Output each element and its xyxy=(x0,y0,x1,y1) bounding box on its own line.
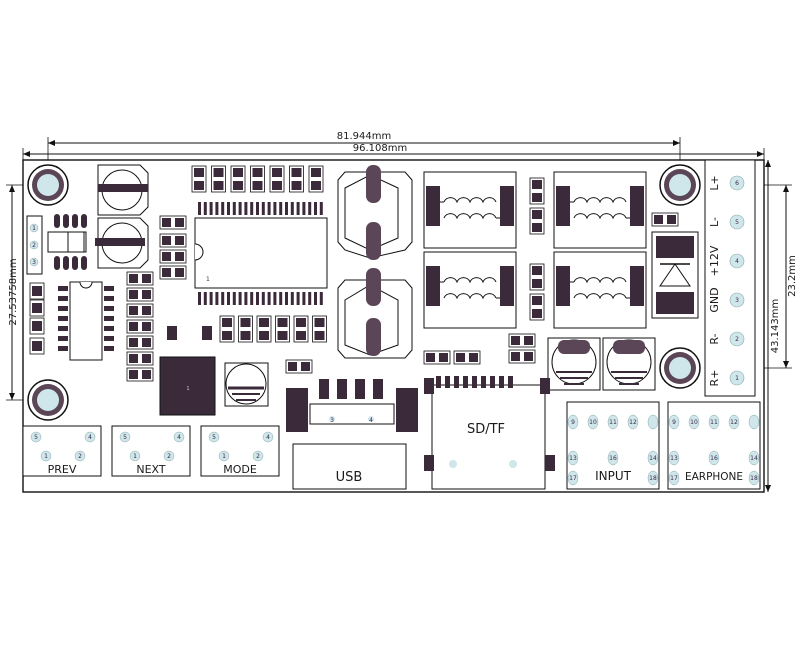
terminal-pin-number: 1 xyxy=(735,375,739,382)
pin-number: 17 xyxy=(569,475,577,482)
terminal-label: +12V xyxy=(708,245,721,276)
pin-number: 1 xyxy=(222,453,226,460)
pin-number: 1 xyxy=(44,453,48,460)
svg-text:1: 1 xyxy=(186,386,189,392)
terminal-pin-2: 5 L- xyxy=(708,214,745,230)
terminal-pin-6: 1 R+ xyxy=(708,370,745,387)
terminal-pin-number: 6 xyxy=(735,180,739,187)
pin-number: 10 xyxy=(589,419,597,426)
sd-card-slot: SD/TF xyxy=(424,376,555,490)
pin-number: 11 xyxy=(710,419,718,426)
input-label: INPUT xyxy=(595,469,632,483)
pin-number: 9 xyxy=(672,419,676,426)
dim-mount-spacing: 81.944mm xyxy=(337,131,391,142)
pin-number: 4 xyxy=(177,434,181,441)
terminal-label: L- xyxy=(708,217,721,227)
terminal-pin-1: 6 L+ xyxy=(708,175,745,191)
dim-left-height: 27.53758mm xyxy=(8,258,19,325)
terminal-block: 6 L+ 5 L- 4 +12V 3 GND 2 R- 1 R+ xyxy=(704,159,756,397)
prev-label: PREV xyxy=(48,463,77,476)
audio-jacks: 9 10 11 12 13 14 16 17 18 INPUT 9 10 11 12 13 14 16 17 18 E… xyxy=(566,401,761,490)
pin-number: 18 xyxy=(649,475,657,482)
usb-pin-3: 3 xyxy=(330,417,334,424)
dim-board-width: 96.108mm xyxy=(353,143,407,154)
pin-number: 12 xyxy=(730,419,738,426)
pin-number: 13 xyxy=(670,455,678,462)
pin-number: 16 xyxy=(710,455,718,462)
large-pad-caps xyxy=(337,165,413,359)
pin-number: 13 xyxy=(569,455,577,462)
terminal-label: L+ xyxy=(708,175,721,190)
sdtf-label: SD/TF xyxy=(467,422,505,437)
pin-number: 1 xyxy=(133,453,137,460)
pin-number: 2 xyxy=(167,453,171,460)
terminal-label: R+ xyxy=(708,370,721,387)
main-ic: 1 xyxy=(194,202,328,305)
header-pin-2: 2 xyxy=(32,242,36,249)
mounting-holes xyxy=(27,164,701,421)
pin-number: 12 xyxy=(629,419,637,426)
earphone-jack: 9 10 11 12 13 14 16 17 18 EARPHONE xyxy=(667,401,761,490)
header-pin-1: 1 xyxy=(32,225,36,232)
smd-pad-pairs xyxy=(29,165,679,382)
power-package: 1 xyxy=(159,356,216,416)
terminal-label: R- xyxy=(708,333,721,344)
pin-number: 5 xyxy=(123,434,127,441)
pin-number: 2 xyxy=(256,453,260,460)
pin-number: 4 xyxy=(88,434,92,441)
smd-resistors-left xyxy=(54,214,87,270)
terminal-pin-number: 2 xyxy=(735,336,739,343)
pin-number: 17 xyxy=(670,475,678,482)
diode-package xyxy=(651,231,699,319)
next-label: NEXT xyxy=(136,463,166,476)
pin-number: 2 xyxy=(78,453,82,460)
terminal-label: GND xyxy=(708,287,721,312)
pin-number: 11 xyxy=(609,419,617,426)
terminal-pin-3: 4 +12V xyxy=(708,245,745,276)
mode-label: MODE xyxy=(223,463,257,476)
pin-number: 5 xyxy=(34,434,38,441)
terminal-pin-number: 4 xyxy=(735,258,739,265)
pin-number: 14 xyxy=(750,455,758,462)
dim-right-height-inner: 23.2mm xyxy=(787,255,798,297)
usb-label: USB xyxy=(336,470,363,485)
pin-number: 10 xyxy=(690,419,698,426)
terminal-pin-number: 3 xyxy=(735,297,739,304)
sot-package-left xyxy=(47,231,87,253)
usb-pin-4: 4 xyxy=(369,417,373,424)
ic-pin1-marker: 1 xyxy=(206,276,210,283)
pin-number: 18 xyxy=(750,475,758,482)
terminal-pin-5: 2 R- xyxy=(708,331,745,347)
left-header: 1 2 3 xyxy=(26,215,43,275)
electrolytic-capacitors-left xyxy=(95,164,149,269)
pin-number: 14 xyxy=(649,455,657,462)
pin-number: 5 xyxy=(212,434,216,441)
dip-ic-left xyxy=(58,281,114,361)
electrolytic-capacitors-right xyxy=(547,337,656,391)
inductors xyxy=(423,171,647,329)
pin-number: 16 xyxy=(609,455,617,462)
pin-number: 9 xyxy=(571,419,575,426)
pin-number: 4 xyxy=(266,434,270,441)
usb-connector: 3 4 USB xyxy=(286,379,418,490)
header-pin-3: 3 xyxy=(32,259,36,266)
electrolytic-capacitor-mid xyxy=(224,362,269,407)
terminal-pin-number: 5 xyxy=(735,219,739,226)
earphone-label: EARPHONE xyxy=(685,471,743,483)
dim-right-height-outer: 43.143mm xyxy=(770,299,781,353)
terminal-pin-4: 3 GND xyxy=(708,287,745,313)
input-jack: 9 10 11 12 13 14 16 17 18 INPUT xyxy=(566,401,660,490)
